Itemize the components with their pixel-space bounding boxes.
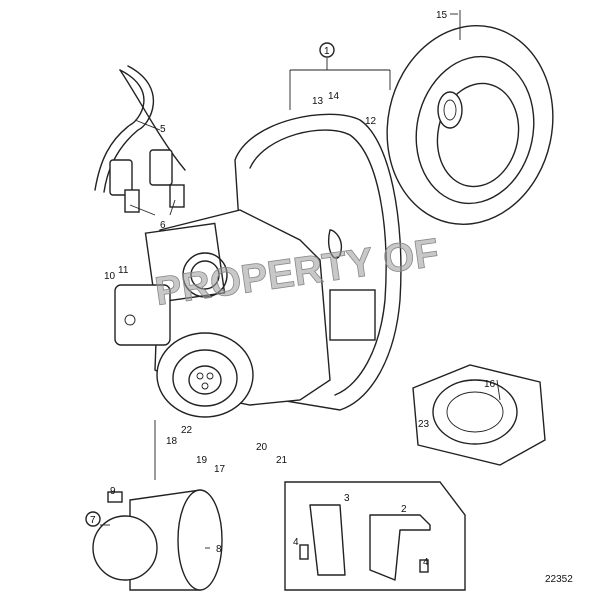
callout-5: 5 <box>160 124 166 135</box>
detail-inset-sensor-ring[interactable] <box>412 364 546 466</box>
callout-18: 18 <box>166 436 178 447</box>
callout-13: 13 <box>312 96 324 107</box>
callout-22: 22 <box>181 425 193 436</box>
callout-circle-7 <box>85 511 101 527</box>
drawing-number: 22352 <box>545 574 573 585</box>
callout-14: 14 <box>328 91 340 102</box>
callout-1: 1 <box>324 46 330 57</box>
callout-8: 8 <box>216 544 222 555</box>
callout-7: 7 <box>90 515 96 526</box>
callout-4-left: 4 <box>293 537 299 548</box>
callout-23: 23 <box>418 419 430 430</box>
flywheel-plate <box>386 25 554 225</box>
callout-2: 2 <box>401 504 407 515</box>
callout-3: 3 <box>344 493 350 504</box>
callout-6: 6 <box>160 220 166 231</box>
callout-9: 9 <box>110 486 116 497</box>
callout-17: 17 <box>214 464 226 475</box>
detail-inset-brackets[interactable] <box>284 481 466 591</box>
callout-12: 12 <box>365 116 377 127</box>
callout-10: 10 <box>104 271 116 282</box>
output-flange <box>156 332 254 418</box>
leader-lines <box>100 10 501 549</box>
callout-20: 20 <box>256 442 268 453</box>
callout-11: 11 <box>118 265 129 276</box>
callout-15: 15 <box>436 10 448 21</box>
coupling <box>92 489 223 591</box>
callout-16: 16 <box>484 379 496 390</box>
callout-19: 19 <box>196 455 208 466</box>
callout-circle-1 <box>319 42 335 58</box>
callout-4-right: 4 <box>423 557 429 568</box>
hose-and-sensors <box>94 65 186 213</box>
callout-21: 21 <box>276 455 288 466</box>
